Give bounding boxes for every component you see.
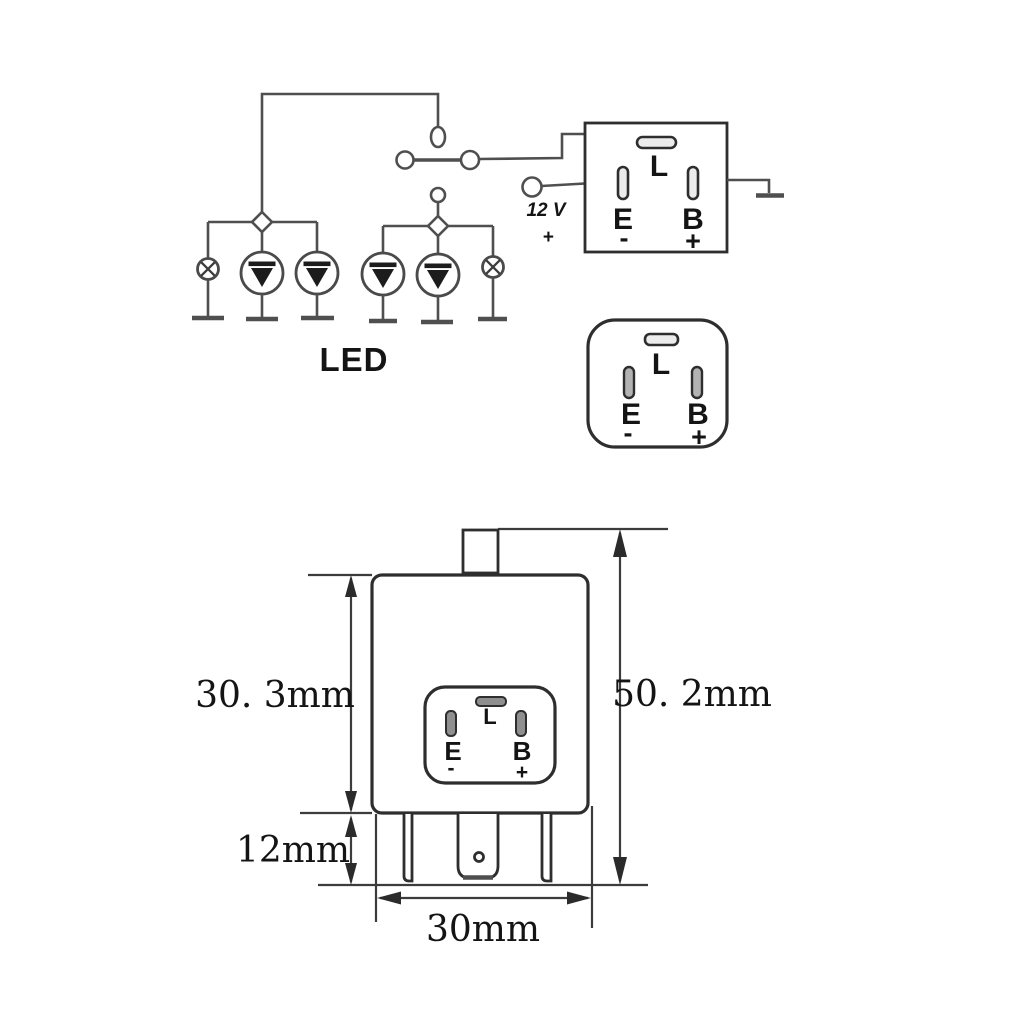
arrow-up-icon — [345, 815, 357, 837]
pin-left — [402, 814, 414, 883]
body-connector-face: L E - B + — [423, 685, 557, 785]
top-feed-wire — [260, 92, 440, 213]
pin-label-battery: B — [687, 398, 709, 431]
pin-center-tab — [456, 814, 500, 880]
pin-label-load: L — [652, 348, 670, 381]
pin-label-battery: B — [513, 736, 532, 766]
pin-slot-load — [643, 332, 680, 347]
dim-overall-height: 50. 2mm — [612, 529, 772, 885]
pin-slot-battery — [690, 365, 704, 400]
pin-right — [540, 814, 553, 883]
mounting-tab — [461, 528, 500, 575]
pin-slot-earth — [445, 710, 457, 737]
pin-label-earth: E — [444, 736, 461, 766]
switch-pivot-terminal — [429, 125, 447, 149]
arrow-up-icon — [345, 575, 357, 597]
pin-label-battery: B — [682, 203, 704, 236]
relay-pins — [402, 814, 553, 883]
pin-slot-battery — [686, 165, 700, 201]
relay-pinout-box: L E - B + — [583, 121, 784, 256]
dim-label-pin-length: 12mm — [236, 830, 350, 871]
relay-socket-view: L E - B + — [586, 318, 729, 452]
dim-label-body-height: 30. 3mm — [195, 675, 355, 716]
pin-label-earth: E — [613, 203, 633, 236]
pin-slot-battery — [515, 710, 527, 737]
arrow-left-icon — [377, 891, 401, 905]
pin-sign-battery: + — [685, 226, 701, 256]
arrow-right-icon — [567, 891, 591, 905]
pin-sign-earth: - — [624, 418, 633, 448]
dim-body-width: 30mm — [377, 891, 591, 950]
pin-slot-load — [635, 135, 678, 150]
pin-hole-icon — [473, 851, 485, 863]
pin-label-load: L — [483, 704, 496, 729]
power-terminal-icon — [521, 176, 543, 198]
junction-node — [426, 214, 450, 238]
dim-body-height: 30. 3mm — [195, 575, 357, 813]
pin-sign-earth: - — [620, 223, 629, 253]
dim-label-overall-height: 50. 2mm — [612, 674, 772, 715]
lamp-icon — [481, 255, 505, 279]
switch-contact-left — [395, 150, 415, 170]
switch-to-relay-wire — [478, 132, 585, 161]
socket-outline — [586, 318, 729, 449]
arrow-down-icon — [613, 857, 627, 885]
arrow-down-icon — [345, 791, 357, 813]
arrow-up-icon — [613, 529, 627, 557]
power-voltage-label: 12 V — [526, 200, 566, 221]
led-icon — [294, 250, 340, 296]
pin-sign-battery: + — [516, 761, 528, 784]
dimension-drawing: L E - B + 30. 3mm 12mm 50. 2mm — [195, 527, 772, 950]
pin-sign-battery: + — [691, 422, 707, 452]
led-bank-right — [360, 214, 507, 325]
led-group-label: LED — [320, 341, 389, 378]
ground-connection — [727, 178, 784, 198]
power-polarity-label: + — [542, 227, 553, 248]
ground-wire — [727, 178, 771, 193]
led-bank-left — [192, 210, 340, 322]
led-icon — [360, 251, 406, 297]
pin-slot-load — [475, 696, 507, 707]
pin-sign-earth: - — [448, 757, 455, 780]
pin-label-earth: E — [621, 398, 641, 431]
dim-pin-length: 12mm — [236, 815, 357, 885]
switch-contact-right — [459, 149, 481, 171]
switch-icon — [395, 125, 481, 216]
lamp-icon — [196, 257, 220, 281]
led-icon — [239, 250, 285, 296]
led-icon — [415, 252, 461, 298]
arrow-down-icon — [345, 863, 357, 885]
pin-label-load: L — [650, 150, 668, 183]
power-wire — [541, 182, 586, 188]
dim-label-body-width: 30mm — [426, 909, 540, 950]
pin-slot-earth — [616, 165, 630, 201]
power-terminal: 12 V + — [521, 176, 586, 248]
wiring-schematic: 12 V + — [192, 92, 784, 378]
junction-node — [250, 210, 274, 234]
switch-lower-terminal — [429, 186, 447, 204]
pin-slot-earth — [622, 365, 636, 400]
